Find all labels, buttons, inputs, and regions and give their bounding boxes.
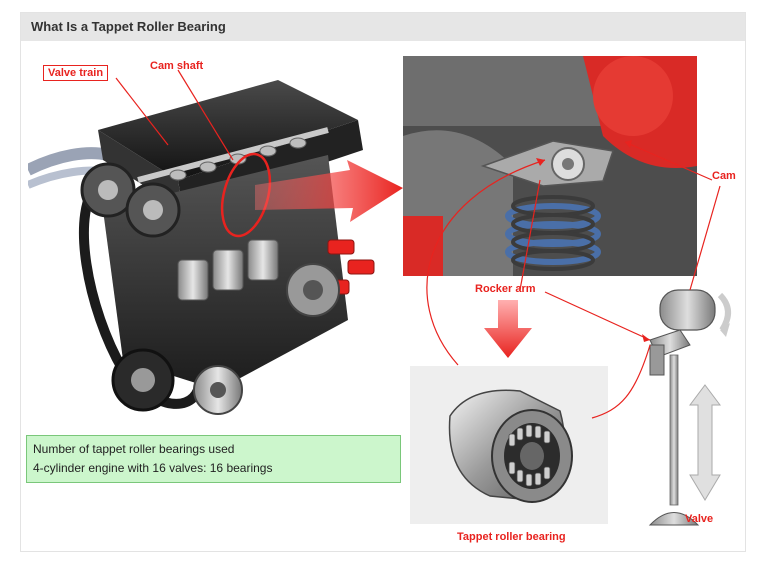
label-cam: Cam <box>712 170 736 182</box>
valve-train-photo <box>403 56 697 276</box>
arrow-down-icon <box>484 300 532 358</box>
label-tappet-roller-bearing: Tappet roller bearing <box>457 531 566 543</box>
label-valve: Valve <box>685 513 714 525</box>
note-line-1: Number of tappet roller bearings used <box>33 442 235 456</box>
label-cam-shaft: Cam shaft <box>150 60 204 72</box>
label-rocker-arm: Rocker arm <box>475 283 536 295</box>
tappet-roller-bearing-photo <box>410 366 608 524</box>
label-valve-train: Valve train <box>43 65 109 81</box>
arrow-right-icon <box>255 160 403 222</box>
engine-illustration <box>28 69 375 415</box>
valve-mechanism-illustration <box>648 289 731 526</box>
note-line-2: 4-cylinder engine with 16 valves: 16 bea… <box>33 461 273 475</box>
section-title: What Is a Tappet Roller Bearing <box>21 13 745 41</box>
bearing-count-note: Number of tappet roller bearings used 4-… <box>26 435 401 483</box>
